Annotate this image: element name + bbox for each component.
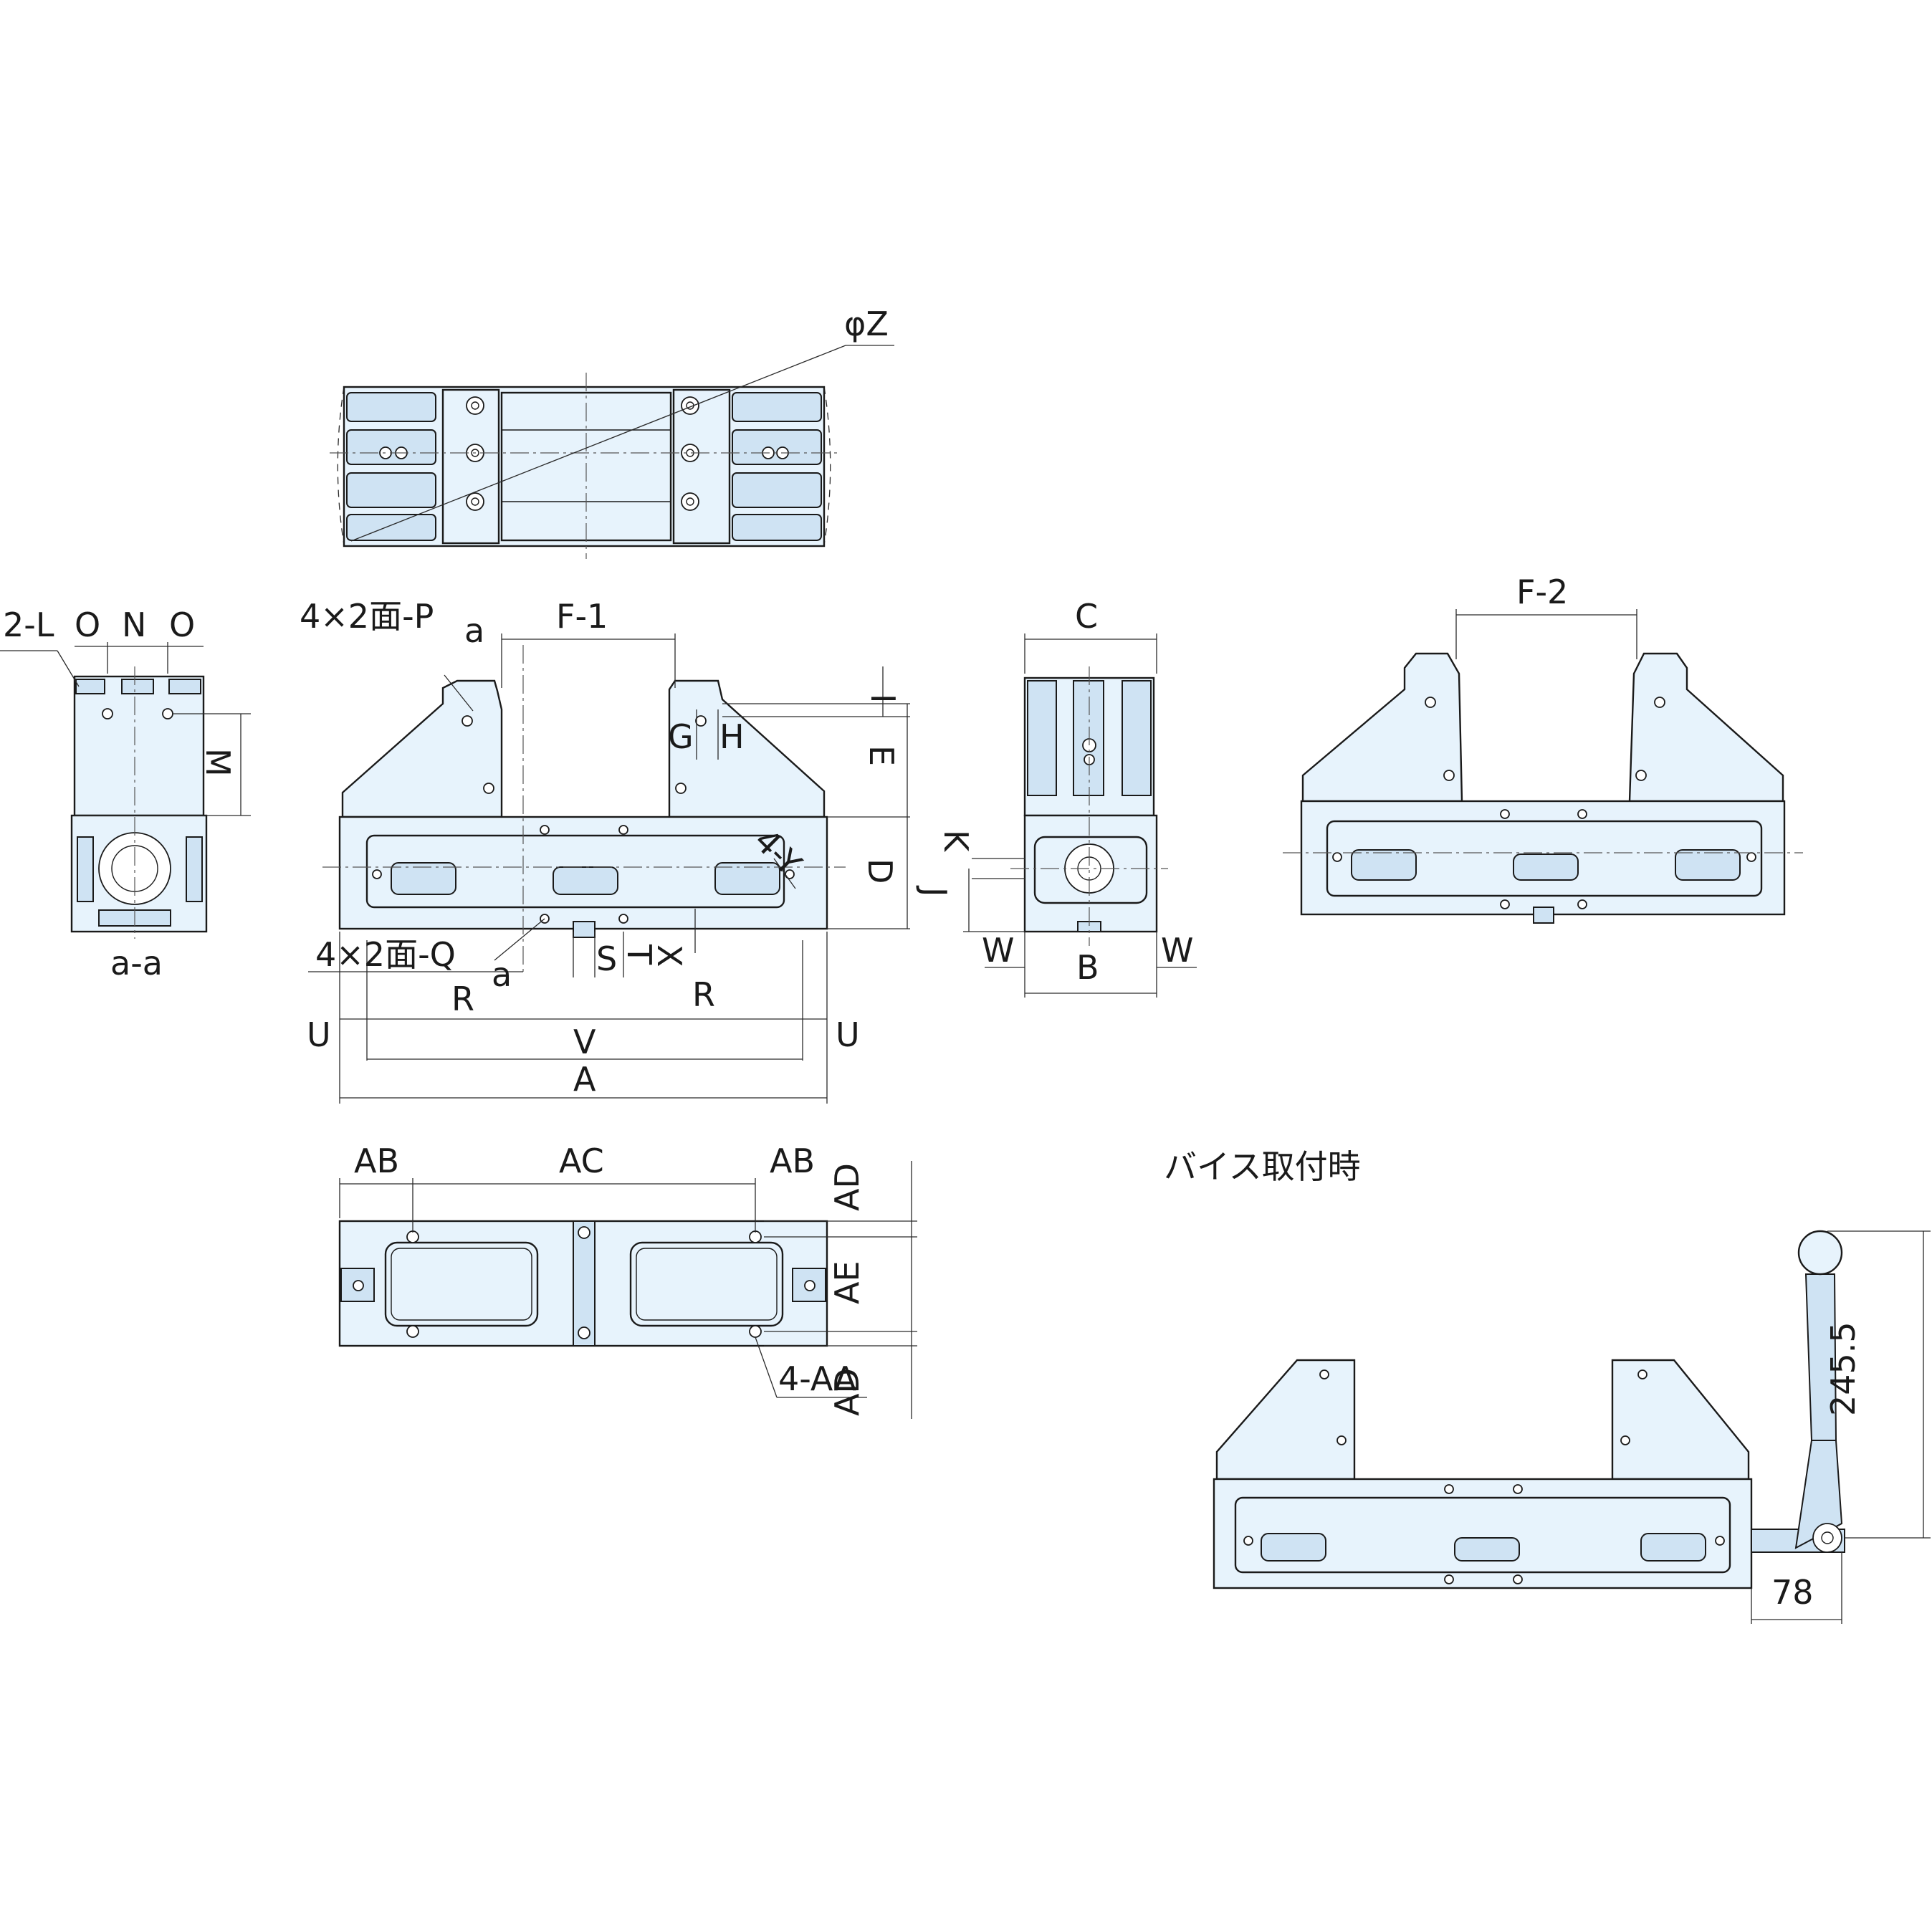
label-m: M bbox=[199, 748, 237, 777]
label-4x2-p: 4×2面-P bbox=[300, 597, 434, 636]
vise-mounted-caption: バイス取付時 bbox=[1164, 1147, 1361, 1186]
label-ad-top: AD bbox=[828, 1163, 866, 1211]
label-w-left: W bbox=[982, 931, 1014, 970]
label-ae: AE bbox=[828, 1261, 866, 1304]
label-x: X bbox=[650, 945, 689, 967]
label-u-left: U bbox=[307, 1015, 331, 1054]
label-4x2-q: 4×2面-Q bbox=[315, 935, 456, 974]
wide-jaw-view bbox=[1283, 609, 1803, 924]
label-a-top: a bbox=[464, 611, 484, 650]
label-g: G bbox=[668, 717, 694, 756]
label-r-right: R bbox=[692, 975, 715, 1014]
label-o-left: O bbox=[75, 606, 100, 644]
label-ab-right: AB bbox=[770, 1142, 815, 1180]
front-view bbox=[308, 633, 910, 1104]
side-view bbox=[963, 633, 1197, 998]
label-o-right: O bbox=[169, 606, 195, 644]
label-s: S bbox=[596, 939, 617, 978]
label-i: I bbox=[864, 694, 902, 704]
label-4-aa: 4-AA bbox=[778, 1359, 857, 1398]
label-j: J bbox=[915, 885, 954, 897]
label-b: B bbox=[1076, 948, 1099, 987]
label-2-l: 2-L bbox=[3, 606, 54, 644]
label-phi-z: φZ bbox=[844, 305, 889, 343]
label-k: K bbox=[937, 830, 975, 853]
label-r-left: R bbox=[451, 980, 474, 1018]
dim-78: 78 bbox=[1771, 1573, 1814, 1612]
dim-245-5: 245.5 bbox=[1824, 1321, 1862, 1416]
label-section-aa: a-a bbox=[110, 944, 163, 982]
label-u-right: U bbox=[836, 1015, 860, 1054]
label-t: T bbox=[620, 944, 659, 965]
label-w-right: W bbox=[1161, 931, 1193, 970]
label-h: H bbox=[719, 717, 745, 756]
bottom-view bbox=[338, 1161, 917, 1419]
label-f1: F-1 bbox=[556, 597, 608, 636]
label-c: C bbox=[1075, 597, 1098, 636]
vise-with-handle-view bbox=[1213, 1230, 1931, 1624]
label-a-bottom: a bbox=[492, 955, 512, 994]
section-aa-view bbox=[0, 642, 251, 939]
label-v: V bbox=[573, 1023, 596, 1061]
label-n: N bbox=[122, 606, 146, 644]
label-e: E bbox=[862, 745, 901, 766]
label-d: D bbox=[861, 859, 899, 884]
label-ad-bottom: AD bbox=[828, 1368, 866, 1416]
label-f2: F-2 bbox=[1516, 573, 1568, 611]
label-ab-left: AB bbox=[354, 1142, 399, 1180]
label-a-total: A bbox=[573, 1060, 596, 1099]
label-ac: AC bbox=[559, 1142, 604, 1180]
top-view bbox=[330, 345, 894, 559]
